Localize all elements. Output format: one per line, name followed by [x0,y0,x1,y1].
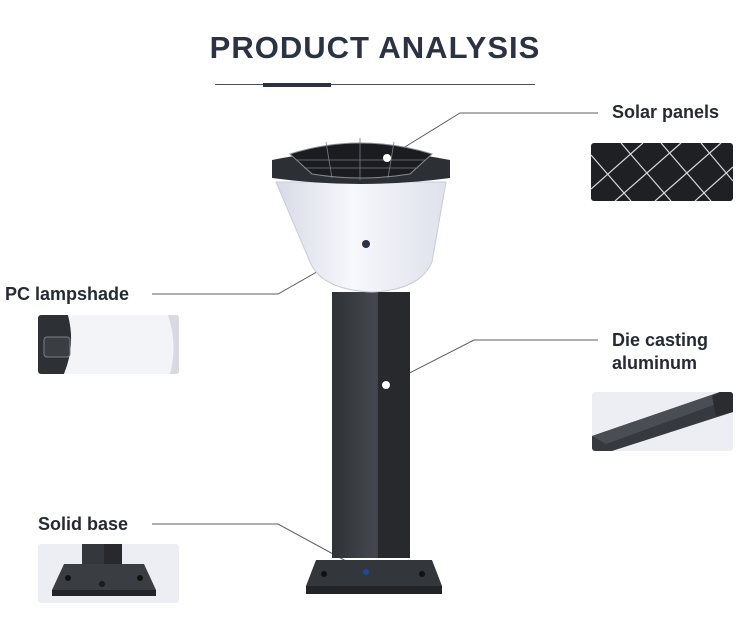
title-accent-bar [263,83,331,87]
page-title: PRODUCT ANALYSIS [209,30,541,65]
lampshade-closeup-image [38,315,179,374]
base-closeup-image [38,544,179,603]
die-casting-callout-line [385,339,598,386]
die-casting-label-line1: Die casting [612,330,709,350]
pc-lampshade-label: PC lampshade [5,284,130,304]
die-casting-label-line2: aluminum [612,353,698,373]
solar-panel-closeup-image [591,143,733,201]
solid-base-label: Solid base [38,514,129,534]
bollard-lamp-image [272,138,450,594]
title-divider [215,84,535,85]
solar-callout-line [386,112,598,159]
solar-panels-label: Solar panels [612,102,720,122]
aluminum-closeup-image [592,392,733,451]
